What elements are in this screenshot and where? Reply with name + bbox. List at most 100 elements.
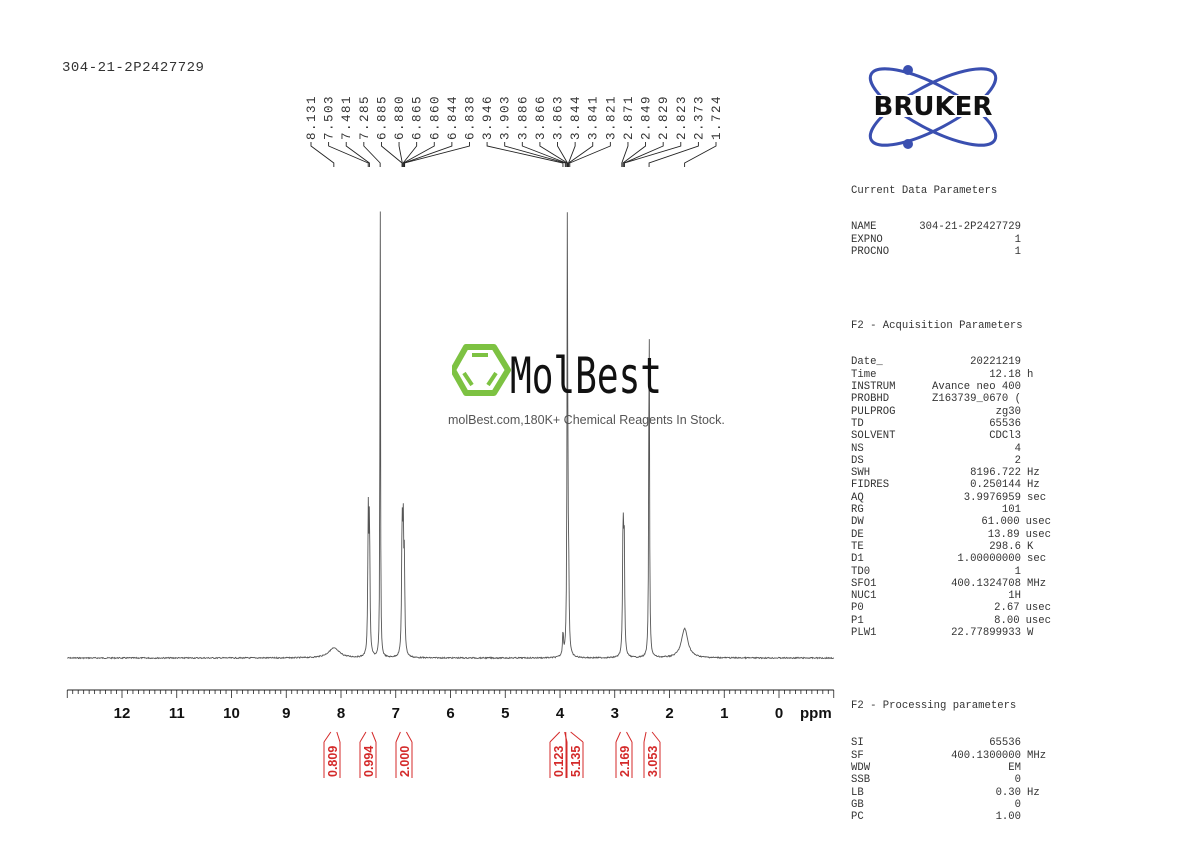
param-value: 1 xyxy=(1014,246,1021,259)
peak-label: 3.844 xyxy=(569,95,583,140)
x-tick-label: 1 xyxy=(720,705,728,722)
processing-params-title: F2 - Processing parameters xyxy=(851,700,1017,713)
peak-connector xyxy=(363,142,381,167)
peak-connector xyxy=(521,142,567,167)
param-value: 0.30 xyxy=(995,786,1021,799)
integral-value: 0.809 xyxy=(326,746,340,777)
param-value: 298.6 xyxy=(989,540,1021,553)
bruker-text: BRUKER xyxy=(874,92,993,122)
peak-label: 6.844 xyxy=(446,95,460,140)
param-unit: sec xyxy=(1027,491,1047,504)
param-key: SSB xyxy=(851,774,871,787)
molbest-logo: MolBest xyxy=(452,344,662,397)
peak-label: 6.880 xyxy=(393,95,407,140)
param-row-date: Date_20221219 xyxy=(851,356,1051,368)
peak-connector xyxy=(403,142,453,167)
peak-label: 2.871 xyxy=(622,95,636,140)
param-unit xyxy=(1021,234,1027,246)
param-unit: K xyxy=(1027,540,1034,553)
param-value: 101 xyxy=(1001,504,1021,517)
param-key: PROBHD xyxy=(851,393,890,406)
param-key: LB xyxy=(851,786,864,799)
param-row-lb: LB 0.30 Hz xyxy=(851,787,1051,799)
peak-connector xyxy=(398,142,403,167)
x-tick-label: 12 xyxy=(114,705,131,722)
param-value: Avance neo 400 xyxy=(931,381,1021,394)
param-unit xyxy=(1021,406,1027,418)
peak-connector xyxy=(310,142,335,167)
integral-value: 0.123 xyxy=(552,746,566,777)
x-tick-label: 6 xyxy=(446,705,454,722)
param-unit xyxy=(1021,504,1027,516)
bruker-logo: BRUKER xyxy=(852,65,1014,149)
param-key: FIDRES xyxy=(851,479,890,492)
x-tick-label: 4 xyxy=(556,705,565,722)
param-key: NAME xyxy=(851,221,877,234)
peak-label: 7.481 xyxy=(340,95,354,140)
param-value: 4 xyxy=(1014,442,1021,455)
peak-connector xyxy=(402,142,435,167)
param-key: WDW xyxy=(851,761,871,774)
param-key: RG xyxy=(851,504,864,517)
param-unit xyxy=(1021,356,1027,368)
param-value: 2.67 xyxy=(994,602,1020,615)
param-value: 0 xyxy=(1014,774,1021,787)
param-unit: usec xyxy=(1025,602,1051,615)
spectrum-trace xyxy=(67,211,835,660)
benzene-ring-icon xyxy=(452,344,511,396)
peak-connector xyxy=(328,142,369,167)
peak-label: 3.863 xyxy=(552,95,566,140)
peak-label: 2.849 xyxy=(640,95,654,140)
param-unit: Hz xyxy=(1027,786,1040,799)
param-value: 8.00 xyxy=(994,614,1020,627)
param-key: SOLVENT xyxy=(851,430,896,443)
peak-connector xyxy=(345,142,370,167)
peak-connector xyxy=(569,142,611,167)
param-value: 8196.722 xyxy=(970,467,1021,480)
param-key: P0 xyxy=(851,602,864,615)
param-unit: MHz xyxy=(1027,577,1047,590)
param-unit xyxy=(1021,221,1027,233)
param-key: DS xyxy=(851,454,864,467)
param-unit xyxy=(1021,381,1027,393)
param-value: 1 xyxy=(1014,565,1021,578)
x-tick-label: 8 xyxy=(337,705,345,722)
peak-label: 3.886 xyxy=(516,95,530,140)
param-value: 400.1324708 xyxy=(951,577,1021,590)
param-key: AQ xyxy=(851,491,864,504)
peak-label: 3.841 xyxy=(587,95,601,140)
integral-value: 5.135 xyxy=(569,746,583,777)
param-key: NS xyxy=(851,442,864,455)
integral-value: 0.994 xyxy=(362,746,376,777)
param-unit: Hz xyxy=(1027,479,1040,492)
x-tick-label: 7 xyxy=(392,705,400,722)
param-unit: usec xyxy=(1025,516,1051,529)
param-unit: usec xyxy=(1025,614,1051,627)
param-key: PLW1 xyxy=(851,626,877,639)
peak-connector xyxy=(486,142,564,167)
molbest-brand-text: MolBest xyxy=(510,347,662,397)
param-unit xyxy=(1021,774,1027,786)
param-unit xyxy=(1021,455,1027,467)
param-value: 1.00 xyxy=(995,811,1021,824)
x-tick-label: 2 xyxy=(665,705,673,722)
param-unit xyxy=(1021,737,1027,749)
param-unit xyxy=(1021,811,1027,823)
peak-connector xyxy=(568,142,594,167)
param-value: 1 xyxy=(1014,233,1021,246)
param-value: 0.250144 xyxy=(970,479,1021,492)
param-row-rg: RG 101 xyxy=(851,504,1051,516)
